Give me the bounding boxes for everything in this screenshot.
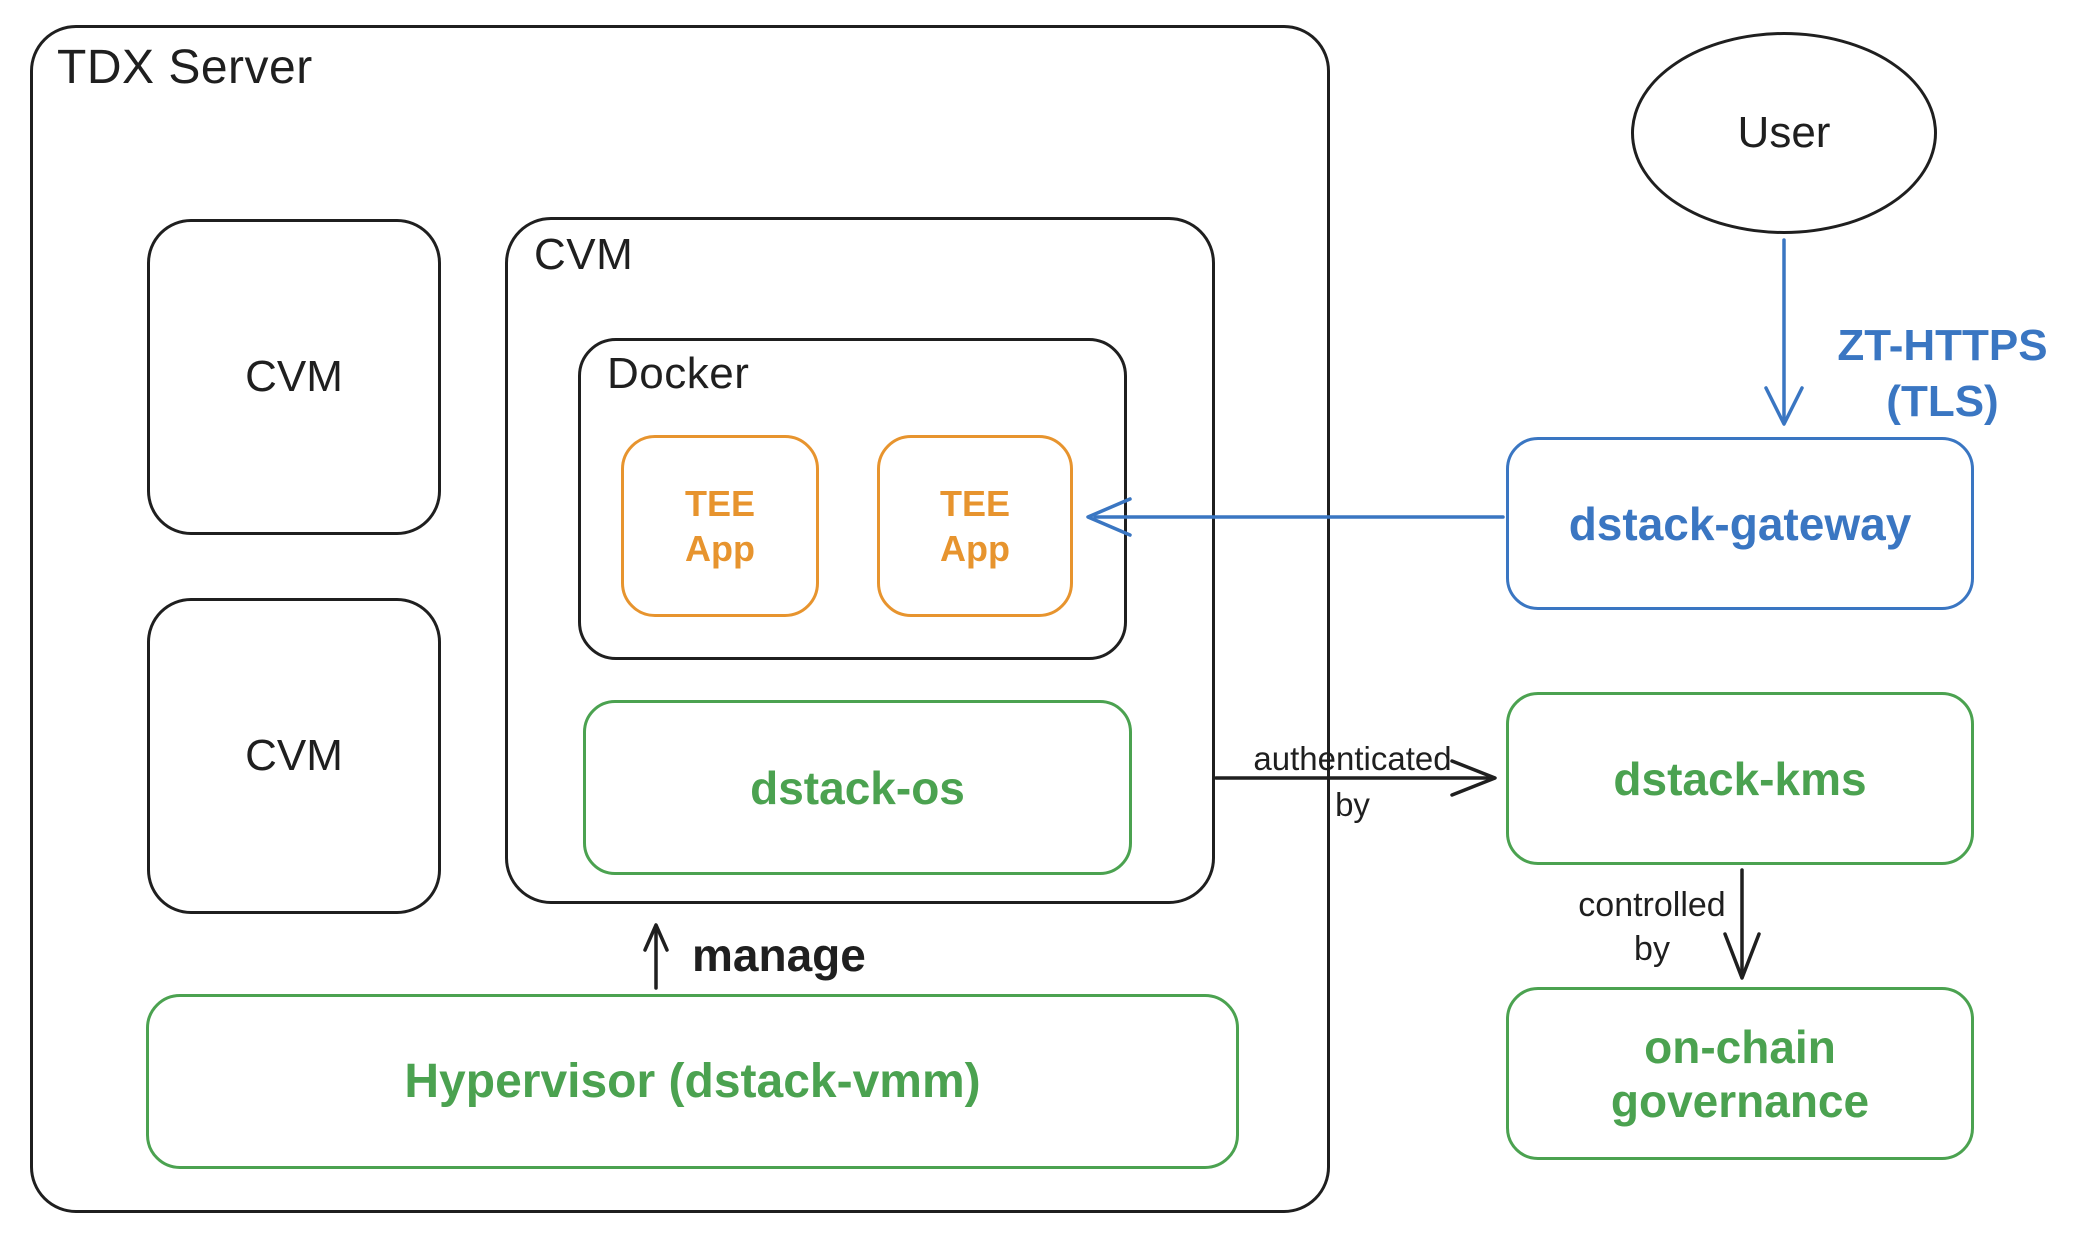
tee-app-1-line1: TEE xyxy=(684,483,755,524)
on-chain-governance-label: on-chain governance xyxy=(1610,1020,1870,1127)
arrow-user-to-gateway xyxy=(1764,238,1804,426)
dstack-kms-box: dstack-kms xyxy=(1506,692,1974,865)
cvm-left-bottom-label: CVM xyxy=(245,731,343,780)
cvm-box-left-bottom: CVM xyxy=(147,598,441,914)
tee-app-box-2: TEE App xyxy=(877,435,1073,617)
zt-https-line1: ZT-HTTPS xyxy=(1837,321,2048,370)
manage-label: manage xyxy=(692,929,866,981)
docker-label: Docker xyxy=(607,349,750,398)
dstack-os-box: dstack-os xyxy=(583,700,1132,875)
tee-app-2-line1: TEE xyxy=(939,483,1010,524)
dstack-kms-label: dstack-kms xyxy=(1613,752,1867,805)
tee-app-1-line2: App xyxy=(685,528,755,569)
tee-app-box-1: TEE App xyxy=(621,435,819,617)
authenticated-by-label-line2: by xyxy=(1335,786,1370,823)
zt-https-label: ZT-HTTPS (TLS) xyxy=(1815,318,2070,430)
docker-box: Docker xyxy=(578,338,1127,660)
on-chain-governance-box: on-chain governance xyxy=(1506,987,1974,1160)
authenticated-by-label-line1: authenticated xyxy=(1253,740,1452,777)
cvm-main-label: CVM xyxy=(534,230,634,279)
tdx-server-box: TDX Server xyxy=(30,25,1330,1213)
tdx-server-label: TDX Server xyxy=(57,41,313,94)
cvm-box-main: CVM xyxy=(505,217,1215,904)
user-label: User xyxy=(1737,108,1831,157)
cvm-left-top-label: CVM xyxy=(245,352,343,401)
controlled-by-label-line2: by xyxy=(1634,930,1670,968)
cvm-box-left-top: CVM xyxy=(147,219,441,535)
hypervisor-box: Hypervisor (dstack-vmm) xyxy=(146,994,1239,1169)
hypervisor-label: Hypervisor (dstack-vmm) xyxy=(404,1055,981,1108)
dstack-gateway-box: dstack-gateway xyxy=(1506,437,1974,610)
controlled-by-label-line1: controlled xyxy=(1578,886,1726,924)
tee-app-2-line2: App xyxy=(940,528,1010,569)
dstack-gateway-label: dstack-gateway xyxy=(1568,497,1912,550)
zt-https-line2: (TLS) xyxy=(1886,377,1999,426)
user-ellipse: User xyxy=(1631,32,1937,234)
dstack-os-label: dstack-os xyxy=(750,761,965,814)
